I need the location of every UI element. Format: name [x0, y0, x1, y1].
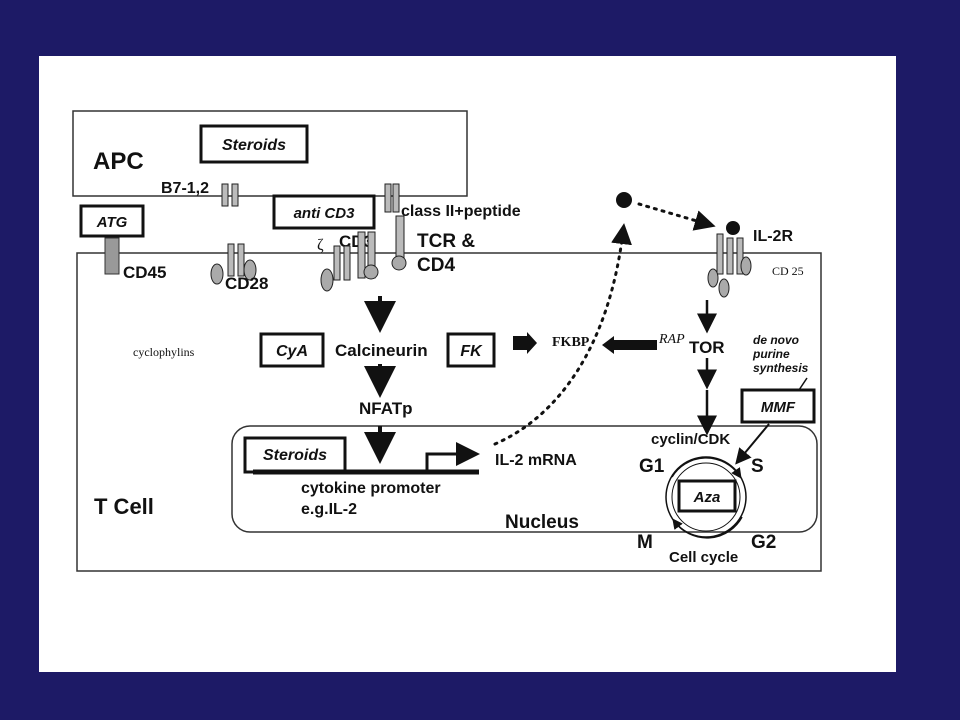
tcr-receptor: [357, 231, 366, 279]
cd3-receptor-2: [343, 245, 351, 281]
il2r-domain-3: [740, 256, 752, 276]
nucleus-label: Nucleus: [505, 512, 579, 533]
cd28-receptor: [227, 243, 235, 277]
calcineurin-label: Calcineurin: [335, 341, 428, 360]
cd45-receptor: [104, 237, 120, 275]
cyclin-cdk-label: cyclin/CDK: [651, 431, 730, 448]
cd28-domain: [210, 263, 224, 285]
aza-box: [677, 479, 737, 513]
cd25-label: CD 25: [772, 264, 804, 278]
cyclophylins-label: cyclophylins: [133, 345, 195, 359]
cd28-receptor-2: [237, 243, 245, 277]
class-ii-label: class II+peptide: [401, 203, 521, 220]
fk-label: FK: [460, 343, 483, 360]
g2-label: G2: [751, 532, 776, 553]
cd4-domain: [391, 255, 407, 271]
cd28-label: CD28: [225, 274, 268, 293]
cd28-domain-2: [243, 259, 257, 281]
il2-ligand: [616, 192, 632, 208]
atg-box: [79, 204, 145, 238]
cd4-label: CD4: [417, 255, 455, 276]
apc-membrane: [72, 110, 468, 197]
atg-label: ATG: [96, 214, 128, 231]
eg-il2-label: e.g.IL-2: [301, 501, 357, 518]
il2r-domain: [707, 268, 719, 288]
cell-cycle-ring: [665, 456, 747, 538]
fk-block-arrow: [513, 332, 537, 354]
steroids-apc-label: Steroids: [222, 137, 286, 154]
g1-label: G1: [639, 456, 665, 477]
cell-cycle-arrow-bottom: [672, 516, 743, 539]
b7-molecule-2: [231, 183, 239, 207]
de-novo-label-1: de novo: [753, 333, 799, 347]
steroids-nucleus-label: Steroids: [263, 447, 327, 464]
apc-label: APC: [93, 148, 144, 175]
cya-box: [259, 332, 325, 368]
fkbp-label: FKBP: [552, 335, 590, 350]
il2-mrna-label: IL-2 mRNA: [495, 452, 577, 469]
cell-cycle-ring-inner: [671, 462, 741, 532]
de-novo-label-2: purine: [752, 347, 790, 361]
t-cell-membrane: [76, 252, 822, 572]
de-novo-pointer: [798, 377, 808, 391]
transcription-arrow: [425, 442, 480, 472]
cd3-receptor: [333, 245, 341, 281]
class-ii-molecule: [384, 183, 392, 213]
b7-label: B7-1,2: [161, 180, 209, 197]
tcr-domain: [363, 264, 379, 280]
de-novo-label-3: synthesis: [753, 361, 809, 375]
il2-secretion-path: [493, 223, 632, 446]
cytokine-promoter-label: cytokine promoter: [301, 480, 441, 497]
mmf-inhibit-arrow: [735, 423, 770, 465]
nfatp-label: NFATp: [359, 399, 413, 418]
il2r-label: IL-2R: [753, 228, 793, 245]
cd45-label: CD45: [123, 263, 166, 282]
rap-label: RAP: [658, 332, 685, 347]
class-ii-molecule-2: [392, 183, 400, 213]
immunosuppression-diagram: APC Steroids B7-1,2 T Cell Nucleus ATG C…: [72, 110, 822, 572]
il2r-domain-2: [718, 278, 730, 298]
anti-cd3-label: anti CD3: [294, 205, 356, 222]
tcr-label: TCR &: [417, 231, 475, 252]
cya-label: CyA: [276, 343, 308, 360]
zeta-label: ζ: [317, 237, 324, 254]
slide-canvas: APC Steroids B7-1,2 T Cell Nucleus ATG C…: [39, 56, 896, 672]
il2r-receptor-3: [736, 237, 744, 275]
il2r-receptor: [716, 233, 724, 275]
cell-cycle-label: Cell cycle: [669, 549, 738, 566]
fk-box: [446, 332, 496, 368]
steroids-apc-box: [199, 124, 309, 164]
s-label: S: [751, 456, 764, 477]
mmf-box: [740, 388, 816, 424]
mmf-label: MMF: [761, 399, 796, 416]
m-label: M: [637, 532, 653, 553]
cell-cycle-arrow-top: [671, 457, 742, 479]
rap-block-arrow: [602, 336, 657, 354]
tor-label: TOR: [689, 338, 725, 357]
aza-label: Aza: [693, 489, 721, 506]
anti-cd3-box: [272, 194, 376, 230]
cd3-domain: [320, 268, 334, 292]
b7-molecule: [221, 183, 229, 207]
t-cell-label: T Cell: [94, 494, 154, 519]
il2-binding-path: [637, 202, 716, 231]
il2r-receptor-2: [726, 237, 734, 275]
il2-ligand-bound: [726, 221, 740, 235]
